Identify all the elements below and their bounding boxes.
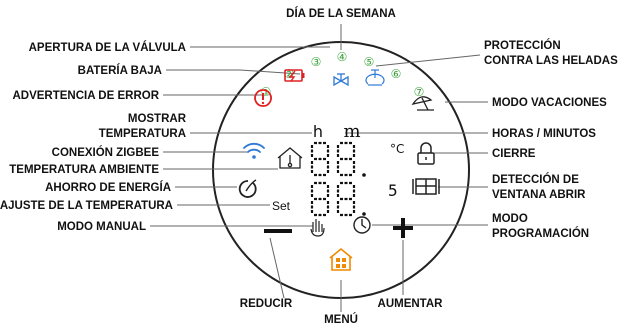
error-warning-icon <box>254 89 272 107</box>
leader-lines <box>150 24 488 312</box>
day-number-5: ⑤ <box>364 55 375 69</box>
label-mostrar-temperatura-1: MOSTRAR <box>128 113 187 125</box>
digit-bottom-1 <box>310 181 330 217</box>
label-modo-programacion-1: MODO <box>492 213 528 225</box>
room-temperature-icon <box>277 147 303 169</box>
menu-icon[interactable] <box>329 247 353 271</box>
reduce-button[interactable] <box>264 229 292 233</box>
window-detection-icon <box>412 178 440 195</box>
label-deteccion-ventana-2: VENTANA ABRIR <box>492 189 586 201</box>
label-horas-minutos: HORAS / MINUTOS <box>492 128 596 140</box>
label-modo-manual: MODO MANUAL <box>57 221 146 233</box>
label-modo-programacion-2: PROGRAMACIÓN <box>492 227 589 240</box>
label-mostrar-temperatura-2: TEMPERATURA <box>99 128 186 140</box>
label-aumentar: AUMENTAR <box>378 298 444 310</box>
valve-icon <box>333 73 349 87</box>
day-number-4: ④ <box>337 50 348 64</box>
celsius-unit: °C <box>390 142 404 156</box>
label-temperatura-ambiente: TEMPERATURA AMBIENTE <box>9 164 159 176</box>
frost-valve-icon <box>365 69 385 86</box>
digit-bottom-2 <box>336 181 356 217</box>
decimal-point-bottom <box>362 212 366 216</box>
label-cierre: CIERRE <box>492 148 536 160</box>
zigbee-wifi-icon <box>243 142 265 159</box>
label-apertura-valvula: APERTURA DE LA VÁLVULA <box>29 41 186 54</box>
day-number-6: ⑥ <box>391 67 402 81</box>
increase-button[interactable] <box>393 218 413 238</box>
lock-icon <box>417 142 435 165</box>
label-ajuste-temperatura: AJUSTE DE LA TEMPERATURA <box>0 200 173 212</box>
set-temperature-text: Set <box>272 199 291 213</box>
label-proteccion-heladas-1: PROTECCIÓN <box>484 39 561 52</box>
label-ahorro-energia: AHORRO DE ENERGÍA <box>45 181 171 194</box>
label-proteccion-heladas-2: CONTRA LAS HELADAS <box>484 55 618 67</box>
minute-unit-label: m <box>343 121 360 142</box>
seven-segment-display <box>310 141 366 217</box>
programming-clock-icon <box>353 216 371 234</box>
small-digit: 5 <box>388 181 398 200</box>
label-deteccion-ventana-1: DETECCIÓN DE <box>492 173 579 186</box>
digit-top-1 <box>310 141 330 177</box>
decimal-point-top <box>362 173 366 177</box>
label-dia-semana: DÍA DE LA SEMANA <box>286 7 396 20</box>
energy-saving-icon <box>238 179 257 198</box>
label-bateria-baja: BATERÍA BAJA <box>78 64 162 77</box>
low-battery-icon <box>284 69 305 82</box>
day-number-2: ② <box>284 67 295 81</box>
label-menu: MENÚ <box>324 313 358 326</box>
label-conexion-zigbee: CONEXIÓN ZIGBEE <box>52 146 160 159</box>
manual-hand-icon <box>310 219 325 237</box>
label-advertencia-error: ADVERTENCIA DE ERROR <box>12 90 159 102</box>
label-reducir: REDUCIR <box>240 298 293 310</box>
label-modo-vacaciones: MODO VACACIONES <box>492 97 607 109</box>
hour-unit-label: h <box>313 122 323 141</box>
day-number-7: ⑦ <box>414 85 425 99</box>
day-number-1: ① <box>261 85 272 99</box>
holiday-umbrella-icon <box>411 96 434 111</box>
digit-top-2 <box>336 141 356 177</box>
day-number-3: ③ <box>311 55 322 69</box>
